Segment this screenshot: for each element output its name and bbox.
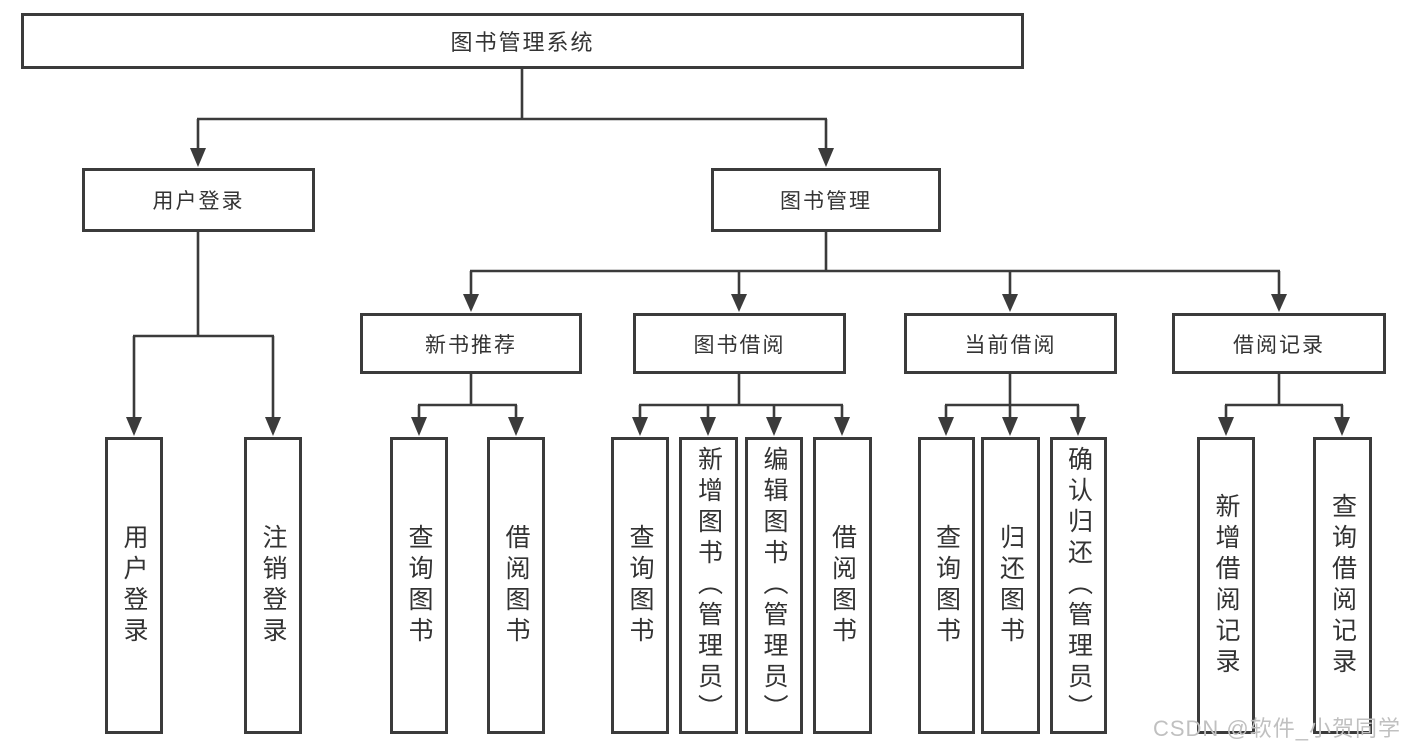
leaf-query-books-1-label: 查询图书: [405, 523, 433, 648]
leaf-logout: 注销登录: [244, 437, 302, 734]
leaf-borrow-books-2-label: 借阅图书: [828, 523, 857, 648]
node-book-management: 图书管理: [711, 168, 941, 232]
leaf-add-borrow-record: 新增借阅记录: [1197, 437, 1255, 734]
leaf-edit-book-admin-label: 编辑图书（管理员）: [760, 446, 788, 725]
leaf-query-books-3: 查询图书: [918, 437, 975, 734]
leaf-borrow-books-1-label: 借阅图书: [502, 523, 530, 648]
leaf-confirm-return-admin-label: 确认归还（管理员）: [1064, 446, 1093, 725]
leaf-query-books-2: 查询图书: [611, 437, 669, 734]
node-borrow-records: 借阅记录: [1172, 313, 1386, 374]
node-book-borrow: 图书借阅: [633, 313, 846, 374]
node-user-login-label: 用户登录: [152, 190, 245, 213]
node-book-management-label: 图书管理: [780, 190, 872, 213]
leaf-add-book-admin-label: 新增图书（管理员）: [694, 446, 723, 725]
node-user-login: 用户登录: [82, 168, 315, 232]
node-system-root: 图书管理系统: [21, 13, 1024, 69]
leaf-edit-book-admin: 编辑图书（管理员）: [745, 437, 803, 734]
leaf-query-books-1: 查询图书: [390, 437, 448, 734]
leaf-logout-label: 注销登录: [259, 523, 287, 648]
leaf-query-borrow-record-label: 查询借阅记录: [1328, 492, 1357, 679]
leaf-add-book-admin: 新增图书（管理员）: [679, 437, 738, 734]
leaf-user-login: 用户登录: [105, 437, 163, 734]
leaf-query-books-3-label: 查询图书: [932, 523, 961, 648]
node-current-borrow: 当前借阅: [904, 313, 1117, 374]
node-new-book-recommend-label: 新书推荐: [425, 333, 517, 357]
leaf-confirm-return-admin: 确认归还（管理员）: [1050, 437, 1107, 734]
node-system-root-label: 图书管理系统: [450, 30, 595, 55]
leaf-borrow-books-1: 借阅图书: [487, 437, 545, 734]
node-current-borrow-label: 当前借阅: [964, 333, 1057, 357]
leaf-query-books-2-label: 查询图书: [626, 523, 654, 648]
watermark: CSDN @软件_小贺同学: [1152, 716, 1401, 741]
leaf-query-borrow-record: 查询借阅记录: [1313, 437, 1372, 734]
node-book-borrow-label: 图书借阅: [693, 333, 786, 357]
leaf-borrow-books-2: 借阅图书: [813, 437, 872, 734]
leaf-user-login-label: 用户登录: [120, 523, 148, 648]
leaf-add-borrow-record-label: 新增借阅记录: [1212, 492, 1240, 679]
leaf-return-book-label: 归还图书: [996, 523, 1025, 648]
node-new-book-recommend: 新书推荐: [360, 313, 582, 374]
node-borrow-records-label: 借阅记录: [1233, 333, 1325, 357]
leaf-return-book: 归还图书: [981, 437, 1040, 734]
